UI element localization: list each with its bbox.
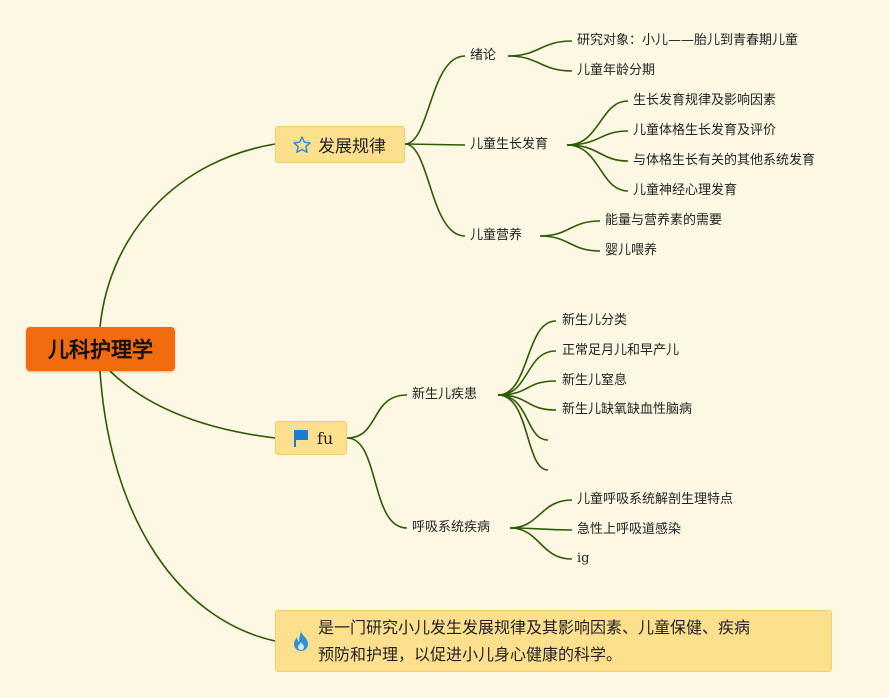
leaf-item[interactable]: 生长发育规律及影响因素 [633, 93, 777, 108]
root-label: 儿科护理学 [48, 338, 153, 362]
branch-sub-5-leaf-1 [509, 499, 573, 529]
blue-flag-icon [291, 428, 311, 448]
root-node[interactable]: 儿科护理学 [26, 327, 175, 371]
branch-topic-1-to-sub-2 [404, 143, 466, 146]
branch-sub-4-leaf-5 [497, 394, 549, 441]
leaf-item[interactable]: 与体格生长有关的其他系统发育 [633, 153, 816, 168]
definition-text: 是一门研究小儿发生发展规律及其影响因素、儿童保健、疾病 预防和护理，以促进小儿身… [318, 614, 750, 668]
leaf-item[interactable]: 儿童体格生长发育及评价 [633, 123, 777, 138]
branch-sub-2-leaf-4 [566, 144, 629, 192]
definition-line-2: 预防和护理，以促进小儿身心健康的科学。 [318, 645, 623, 664]
branch-sub-2-leaf-3 [566, 144, 629, 162]
branch-topic-1-to-sub-3 [404, 143, 466, 237]
leaf-item[interactable]: 新生儿窒息 [562, 373, 628, 388]
branch-topic-2-to-sub-1 [346, 394, 408, 439]
branch-sub-4-leaf-1 [497, 320, 557, 396]
branch-sub-1-leaf-2 [507, 55, 573, 72]
branch-sub-3-leaf-1 [539, 220, 601, 237]
leaf-item[interactable]: 急性上呼吸道感染 [577, 522, 682, 537]
topic-development[interactable]: 发展规律 [275, 126, 405, 163]
leaf-item[interactable]: 儿童神经心理发育 [633, 183, 738, 198]
flame-icon [292, 630, 310, 652]
topic-definition[interactable]: 是一门研究小儿发生发展规律及其影响因素、儿童保健、疾病 预防和护理，以促进小儿身… [275, 610, 832, 672]
leaf-item[interactable]: 儿童呼吸系统解剖生理特点 [577, 492, 734, 507]
branch-sub-4-leaf-2 [497, 350, 557, 396]
topic-label: 发展规律 [318, 137, 386, 157]
topic-fu[interactable]: fu [275, 421, 347, 455]
branch-root-to-topic-3 [99, 370, 276, 642]
leaf-item[interactable]: 研究对象：小儿——胎儿到青春期儿童 [577, 33, 799, 48]
branch-sub-4-leaf-6 [497, 394, 549, 471]
leaf-item[interactable]: 正常足月儿和早产儿 [562, 343, 680, 358]
branch-sub-3-leaf-2 [539, 235, 601, 252]
leaf-item[interactable]: 新生儿缺氧缺血性脑病 [562, 402, 693, 417]
subtopic-nutrition[interactable]: 儿童营养 [470, 228, 523, 243]
branch-sub-5-leaf-3 [509, 527, 573, 560]
star-outline-icon [292, 135, 312, 155]
branch-root-to-topic-1 [99, 143, 276, 328]
leaf-item[interactable]: 新生儿分类 [562, 313, 628, 328]
leaf-item[interactable]: 婴儿喂养 [605, 243, 658, 258]
subtopic-neonatal-diseases[interactable]: 新生儿疾患 [412, 387, 478, 402]
leaf-item[interactable]: 能量与营养素的需要 [605, 213, 723, 228]
subtopic-respiratory-diseases[interactable]: 呼吸系统疾病 [412, 520, 491, 535]
topic-label: fu [317, 428, 334, 448]
branch-root-to-topic-2 [109, 370, 276, 439]
subtopic-growth[interactable]: 儿童生长发育 [470, 137, 549, 152]
branch-topic-2-to-sub-2 [346, 437, 408, 529]
subtopic-introduction[interactable]: 绪论 [470, 48, 497, 63]
branch-sub-2-leaf-1 [566, 100, 629, 146]
branch-sub-1-leaf-1 [507, 40, 573, 57]
leaf-item[interactable]: ig [577, 551, 590, 566]
branch-topic-1-to-sub-1 [404, 55, 466, 145]
definition-line-1: 是一门研究小儿发生发展规律及其影响因素、儿童保健、疾病 [318, 618, 751, 637]
leaf-item[interactable]: 儿童年龄分期 [577, 63, 656, 78]
